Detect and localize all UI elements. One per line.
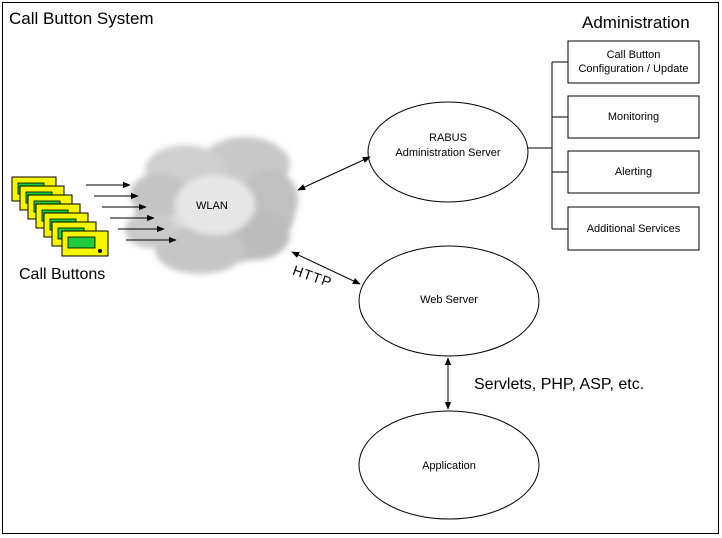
wlan-label: WLAN <box>196 200 228 212</box>
signal-arrows <box>86 181 177 244</box>
rabus-server-label-line1: RABUS <box>429 132 467 144</box>
wlan-rabus-connector <box>297 156 371 191</box>
admin-box-config <box>567 40 700 84</box>
admin-item-config: Call Button Configuration / Update <box>568 41 699 83</box>
admin-box-alerting <box>567 150 700 194</box>
admin-item-monitoring: Monitoring <box>607 111 660 123</box>
application-label: Application <box>422 460 476 472</box>
administration-bracket <box>528 61 568 230</box>
rabus-server-node <box>367 101 529 203</box>
web-server-node <box>358 245 540 357</box>
admin-box-monitoring <box>567 95 700 139</box>
admin-item-config-line2: Configuration / Update <box>578 63 689 75</box>
wlan-webserver-connector <box>291 251 361 285</box>
web-server-label: Web Server <box>420 294 478 306</box>
admin-item-additional: Additional Services <box>586 222 681 235</box>
administration-heading: Administration <box>582 13 690 32</box>
call-button-device <box>61 230 109 257</box>
call-button-stack <box>11 176 109 257</box>
admin-box-additional <box>567 206 700 251</box>
application-node <box>358 410 540 520</box>
call-buttons-label: Call Buttons <box>19 266 106 283</box>
admin-item-config-line1: Call Button <box>606 49 661 61</box>
diagram-title: Call Button System <box>9 9 154 28</box>
servlets-label: Servlets, PHP, ASP, etc. <box>474 376 645 393</box>
rabus-server-label-line2: Administration Server <box>395 147 501 159</box>
rabus-server-label: RABUS Administration Server <box>368 131 528 161</box>
admin-item-alerting: Alerting <box>614 166 653 178</box>
